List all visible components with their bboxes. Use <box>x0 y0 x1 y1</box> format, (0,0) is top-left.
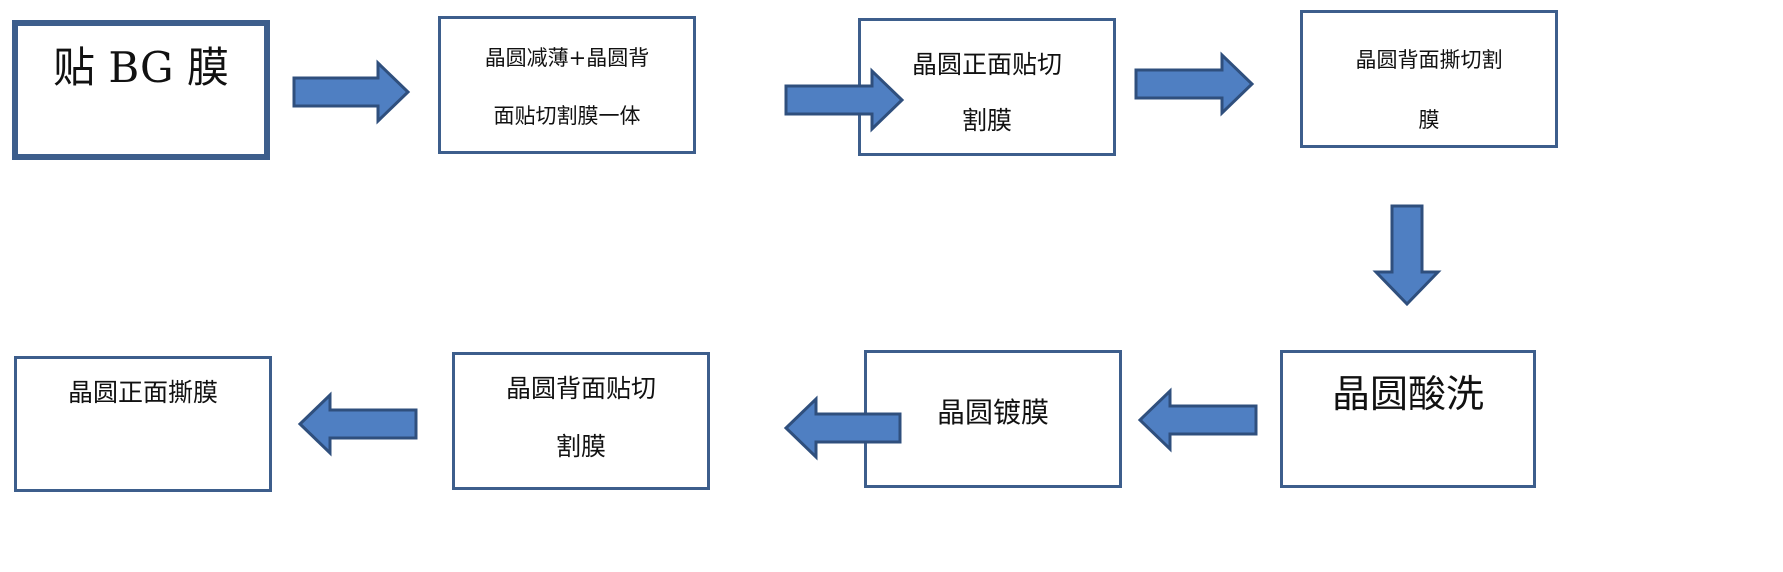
step-label-line-1: 晶圆背面贴切 <box>505 374 656 403</box>
step-label-line-2: 割膜 <box>961 106 1012 135</box>
step-box-front-dicing-film: 晶圆正面贴切 割膜 <box>858 18 1116 156</box>
right-arrow-icon <box>1134 51 1255 117</box>
step-label-line-2: 面贴切割膜一体 <box>493 104 641 128</box>
step-box-back-dicing-film: 晶圆背面贴切 割膜 <box>452 352 710 490</box>
step-box-apply-bg-film: 贴 BG 膜 <box>12 20 270 160</box>
left-arrow-icon <box>297 391 418 457</box>
left-arrow-icon <box>1137 387 1258 453</box>
step-box-acid-wash: 晶圆酸洗 <box>1280 350 1536 488</box>
step-label-line-2: 割膜 <box>555 432 606 461</box>
right-arrow-icon <box>292 59 411 125</box>
step-box-coating: 晶圆镀膜 <box>864 350 1122 488</box>
step-box-remove-front-film: 晶圆正面撕膜 <box>14 356 272 492</box>
step-label-line-1: 晶圆背面撕切割 <box>1355 48 1503 72</box>
down-arrow-icon <box>1372 204 1442 307</box>
step-box-remove-back-dicing-film: 晶圆背面撕切割 膜 <box>1300 10 1558 148</box>
step-label-line-1: 晶圆减薄+晶圆背 <box>484 46 650 70</box>
step-label-line-1: 晶圆正面撕膜 <box>67 378 218 407</box>
step-label-line-1: 贴 BG 膜 <box>53 43 229 92</box>
step-label-line-1: 晶圆酸洗 <box>1331 372 1484 416</box>
step-label-line-1: 晶圆正面贴切 <box>911 50 1062 79</box>
step-label-line-2: 膜 <box>1418 108 1440 132</box>
step-label-line-1: 晶圆镀膜 <box>936 396 1049 429</box>
step-box-thinning-and-backside-film: 晶圆减薄+晶圆背 面贴切割膜一体 <box>438 16 696 154</box>
